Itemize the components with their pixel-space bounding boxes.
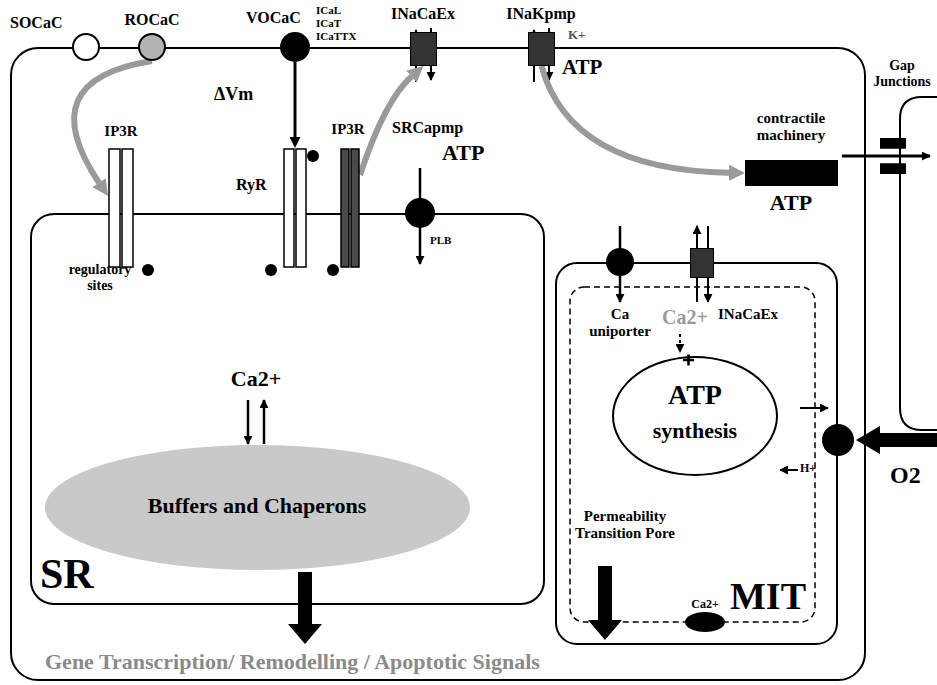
compartment-label: MIT bbox=[730, 574, 806, 618]
transporter-label: INaCaEx bbox=[718, 306, 778, 323]
ion-label: Ca2+ bbox=[231, 366, 281, 391]
junction-plate bbox=[880, 138, 906, 148]
voltage-operated-channel: VOCaCICaL ICaT ICaTTX bbox=[280, 32, 310, 62]
signal-arrow bbox=[588, 566, 622, 640]
channel-label: SOCaC bbox=[10, 14, 62, 32]
channel-label: IP3R bbox=[331, 121, 364, 138]
transporter-label: Ca uniporter bbox=[584, 306, 656, 340]
activation-arrow bbox=[679, 334, 681, 352]
ryanodine-receptor: RyR bbox=[283, 148, 307, 268]
serca-pump: SRCapmpATPPLB bbox=[405, 198, 435, 228]
ip3-receptor: IP3R bbox=[340, 148, 360, 268]
buffer-region: Buffers and Chaperons bbox=[45, 445, 470, 570]
channel-symbol bbox=[283, 148, 307, 268]
channel-label: IP3R bbox=[104, 123, 137, 140]
channel-pore bbox=[296, 149, 306, 267]
flux-arrow bbox=[263, 400, 266, 444]
coupling-arrow bbox=[842, 155, 930, 158]
transition-pore bbox=[685, 612, 725, 632]
process-label: synthesis bbox=[653, 418, 737, 443]
atp-synthesis: ATP synthesis bbox=[612, 356, 778, 476]
transporter-label: INaKpmp bbox=[506, 5, 575, 23]
regulatory-site bbox=[307, 150, 319, 162]
signal-arrow bbox=[542, 66, 730, 173]
channel-pore bbox=[351, 149, 359, 267]
exchanger: INaCaEx bbox=[410, 32, 437, 66]
ion-label: Ca2+ bbox=[691, 597, 719, 611]
pump-label: PLB bbox=[430, 234, 451, 247]
channel-pore bbox=[122, 149, 133, 267]
signal-arrow bbox=[294, 62, 297, 137]
channel-symbol bbox=[108, 148, 134, 268]
oxygen-arrow bbox=[856, 426, 937, 454]
channel-label: ICaL ICaT ICaTTX bbox=[316, 4, 360, 43]
gap-junction: Gap Junctions bbox=[880, 138, 906, 174]
transporter-label: INaCaEx bbox=[391, 5, 455, 23]
store-operated-channel: SOCaC bbox=[72, 33, 100, 61]
region-label: Buffers and Chaperons bbox=[148, 493, 366, 518]
receptor-operated-channel: ROCaC bbox=[138, 33, 166, 61]
ip3-receptor: IP3R bbox=[108, 148, 134, 268]
gas-label: O2 bbox=[890, 461, 921, 489]
process-label: ATP bbox=[668, 379, 722, 411]
cell-membrane: contractile machineryATPBuffers and Chap… bbox=[10, 47, 866, 681]
junction-symbol bbox=[880, 138, 906, 174]
channel-label: RyR bbox=[236, 176, 267, 194]
exchanger: INaCaEx bbox=[690, 248, 714, 278]
sodium-potassium-pump: INaKpmpK+ATP bbox=[528, 32, 555, 66]
machinery-label: ATP bbox=[770, 190, 812, 215]
regulatory-site bbox=[327, 264, 339, 276]
channel-label: VOCaC bbox=[246, 9, 301, 27]
site-label: regulatory sites bbox=[60, 262, 140, 294]
flux-arrow bbox=[247, 400, 250, 444]
respiratory-chain bbox=[822, 424, 854, 456]
channel-pore bbox=[284, 149, 294, 267]
pump-label: ATP bbox=[442, 140, 484, 165]
signal-band-text: Gene Transcription/ Remodelling / Apopto… bbox=[45, 649, 540, 674]
signal-arrow bbox=[288, 572, 322, 644]
ion-label: Ca2+ bbox=[662, 306, 708, 329]
calcium-uniporter: Ca uniporter bbox=[606, 248, 634, 276]
channel-pore bbox=[109, 149, 120, 267]
potential-label: ΔVm bbox=[214, 84, 253, 105]
transporter-label: ATP bbox=[562, 55, 602, 79]
transporter-label: K+ bbox=[568, 27, 586, 42]
junction-plate bbox=[880, 164, 906, 174]
proton-arrow bbox=[780, 469, 798, 471]
ion-label: H+ bbox=[800, 461, 816, 475]
compartment-label: SR bbox=[40, 550, 94, 598]
contractile-machinery: contractile machineryATP bbox=[745, 160, 838, 186]
pump-label: SRCapmp bbox=[392, 119, 463, 137]
channel-symbol bbox=[340, 148, 360, 268]
channel-label: ROCaC bbox=[124, 11, 179, 29]
channel-pore bbox=[341, 149, 349, 267]
junction-label: Gap Junctions bbox=[870, 58, 934, 90]
proton-arrow bbox=[800, 407, 828, 409]
machinery-label: contractile machinery bbox=[736, 110, 846, 144]
regulatory-site bbox=[265, 264, 277, 276]
regulatory-site bbox=[142, 264, 154, 276]
pore-label: Permeability Transition Pore bbox=[575, 508, 675, 542]
